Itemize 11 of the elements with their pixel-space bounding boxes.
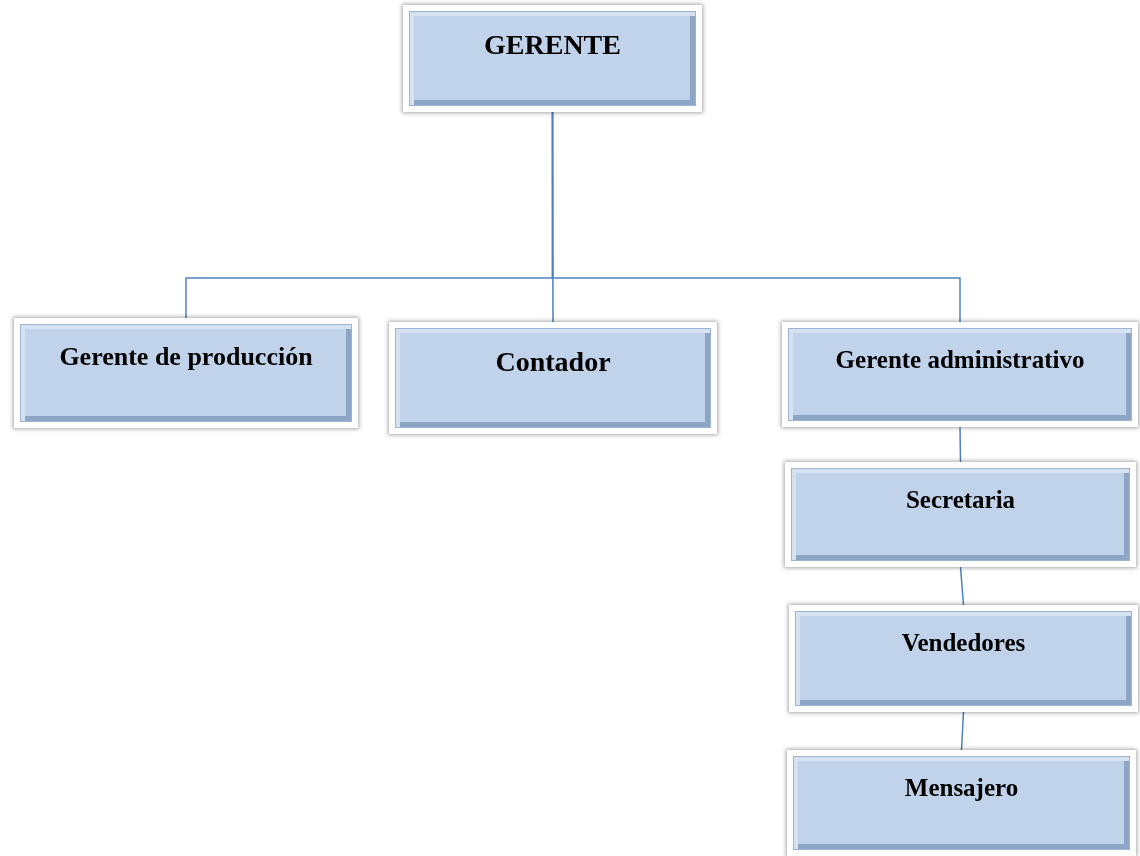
connector-line xyxy=(960,711,965,751)
connector-line xyxy=(959,566,965,606)
position-title: Gerente administrativo xyxy=(835,346,1085,374)
position-title: Mensajero xyxy=(904,774,1019,802)
position-title: Secretaria xyxy=(905,486,1016,514)
connector-line xyxy=(551,111,961,323)
position-title: Contador xyxy=(495,346,611,378)
position-title: Vendedores xyxy=(901,629,1026,657)
position-title: GERENTE xyxy=(484,29,621,61)
connector-line xyxy=(959,426,962,463)
position-title: Gerente de producción xyxy=(59,342,313,372)
